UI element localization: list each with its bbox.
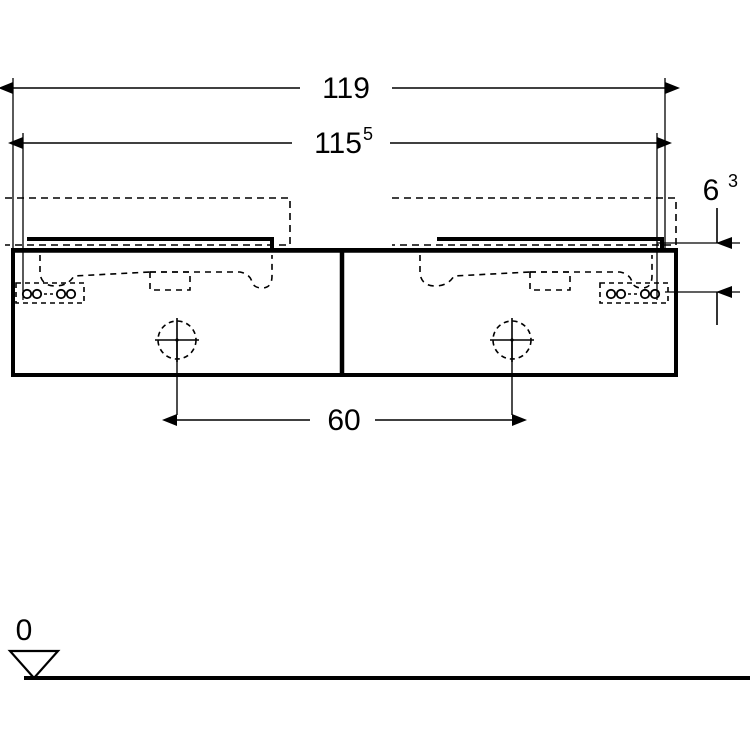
dimension-label-top-height: 6: [703, 174, 720, 207]
handle-marker-left: [155, 318, 199, 415]
dimension-overall-width: 119: [0, 72, 680, 105]
basin-outline-left: [5, 197, 291, 246]
dimension-label-cabinet-width: 115: [314, 127, 362, 160]
cabinet-body: [11, 248, 678, 377]
dimension-cabinet-width: 115 5: [8, 124, 672, 160]
dimension-label-cabinet-width-sup: 5: [363, 124, 373, 144]
handle-marker-right: [490, 318, 534, 415]
basin-rim-right: [437, 237, 664, 249]
basin-underside-right: [419, 255, 653, 291]
basin-outline-right: [392, 197, 677, 246]
level-triangle-icon: [7, 649, 61, 680]
plumbing-connections-left: [15, 282, 85, 304]
basin-rim-left: [27, 237, 274, 249]
dimension-top-height: 6 3: [657, 171, 740, 325]
dimension-label-handle-spacing: 60: [327, 404, 360, 437]
floor-level-label: 0: [16, 614, 33, 647]
floor-level-datum: 0: [7, 614, 750, 680]
dimension-label-overall-width: 119: [322, 72, 370, 105]
extension-lines: [12, 78, 666, 300]
dimension-label-top-height-sup: 3: [728, 171, 738, 191]
basin-underside-left: [39, 255, 273, 291]
dimension-handle-spacing: 60: [162, 404, 527, 437]
plumbing-connections-right: [599, 282, 669, 304]
